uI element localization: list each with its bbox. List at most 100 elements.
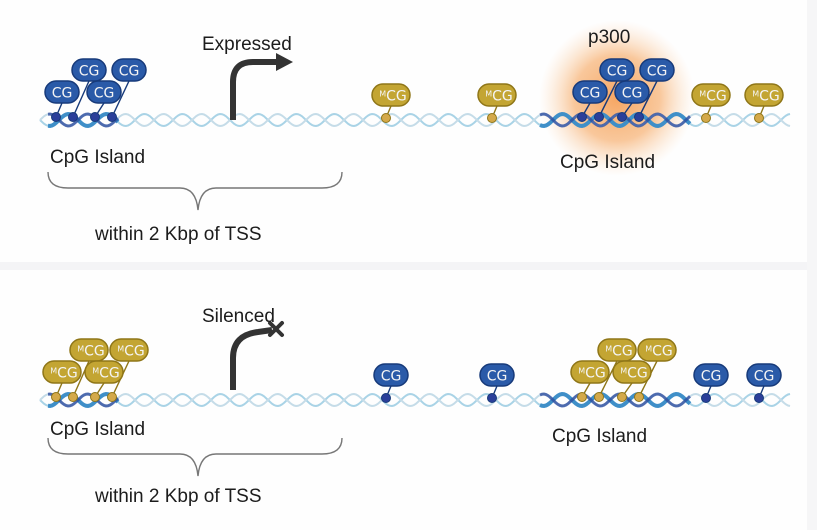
tag-pill [44, 80, 80, 104]
tag-stem [598, 80, 618, 118]
tag-text: MCG [645, 344, 673, 360]
silenced-arrow-icon [230, 327, 273, 390]
tag-text: MCG [578, 366, 606, 382]
tag-pill [477, 83, 517, 107]
cpg-island-dna-segment [47, 392, 120, 408]
cpg-site-dot [381, 113, 391, 123]
tag-text: CG [381, 369, 402, 385]
tag-text: CG [580, 86, 601, 102]
tag-text: CG [79, 64, 100, 80]
tag-pill [84, 360, 124, 384]
tag-text: CG [647, 64, 668, 80]
unmethylated-cg-tag: CG [479, 363, 515, 403]
tag-text: MCG [605, 344, 633, 360]
cpg-site-dot [107, 112, 117, 122]
methylated-cg-tag: MCG [371, 83, 411, 123]
methylated-cg-tag: MCG [68, 338, 109, 402]
tag-pill [570, 360, 610, 384]
panel-divider [0, 262, 817, 270]
cpg-site-dot [51, 392, 61, 402]
cg-tags: MCG MCG MCG MCG MCG MCG MCG MCG CG CG CG CG [42, 338, 782, 403]
tag-pill [597, 338, 637, 362]
cpg-site-dot [634, 112, 644, 122]
tag-pill [612, 360, 652, 384]
tag-text: MCG [77, 344, 105, 360]
tss-brace [47, 437, 343, 477]
cpg-site-dot [594, 112, 604, 122]
tag-pill [691, 83, 731, 107]
cpg-site-dot [487, 113, 497, 123]
tag-text: MCG [620, 366, 648, 382]
cpg-site-dot [617, 112, 627, 122]
expressed-arrow-icon [230, 59, 278, 120]
cpg-site-dot [754, 393, 764, 403]
cpg-island-dna-segment [539, 392, 692, 408]
arrow-head-icon [276, 53, 293, 71]
cpg-site-dot [577, 112, 587, 122]
tag-pill [111, 58, 147, 82]
tag-text: CG [52, 86, 73, 102]
tag-text: MCG [699, 89, 727, 105]
cpg-site-dot [754, 113, 764, 123]
unmethylated-cg-tag: CG [594, 58, 635, 122]
tag-pill [572, 80, 608, 104]
tss-brace [47, 171, 343, 211]
cpg-site-dot [701, 113, 711, 123]
methylated-cg-tag: MCG [594, 338, 637, 402]
cpg-site-dot [487, 393, 497, 403]
tag-pill [637, 338, 677, 362]
methylated-cg-tag: MCG [570, 360, 610, 402]
cpg-site-dot [51, 112, 61, 122]
cpg-site-dot [594, 392, 604, 402]
tag-stem [638, 80, 658, 118]
cpg-site-dot [107, 392, 117, 402]
cpg-site-dot [90, 112, 100, 122]
cpg-island-dna-segment [539, 111, 692, 129]
tag-pill [639, 58, 675, 82]
tag-pill [42, 360, 82, 384]
unmethylated-cg-tag: CG [614, 80, 650, 122]
tag-pill [746, 363, 782, 387]
cpg-island-dna-segment [539, 112, 692, 128]
tag-text: MCG [117, 344, 145, 360]
tag-pill [371, 83, 411, 107]
methylated-cg-tag: MCG [612, 360, 652, 402]
tag-stem [111, 80, 130, 118]
unmethylated-cg-tag: CG [373, 363, 409, 403]
unmethylated-cg-tag: CG [68, 58, 107, 122]
tag-stem [72, 80, 90, 118]
methylated-cg-tag: MCG [42, 360, 82, 402]
cpg-island-label-right: CpG Island [560, 152, 655, 173]
tag-text: CG [754, 369, 775, 385]
cpg-island-dna-segment [539, 391, 692, 409]
cpg-site-dot [634, 392, 644, 402]
blocked-x-icon [268, 321, 284, 337]
unmethylated-cg-tag: CG [107, 58, 147, 122]
tag-text: CG [487, 369, 508, 385]
tag-text: MCG [92, 366, 120, 382]
cpg-island-label-left: CpG Island [50, 147, 145, 168]
tag-pill [599, 58, 635, 82]
tag-text: CG [607, 64, 628, 80]
unmethylated-cg-tag: CG [86, 80, 122, 122]
tag-pill [109, 338, 149, 362]
cpg-site-dot [68, 392, 78, 402]
unmethylated-cg-tag: CG [693, 363, 729, 403]
tag-pill [86, 80, 122, 104]
tag-text: CG [701, 369, 722, 385]
tag-text: CG [94, 86, 115, 102]
right-edge-strip [807, 0, 817, 530]
cpg-site-dot [90, 392, 100, 402]
tag-text: MCG [379, 89, 407, 105]
state-label-expressed: Expressed [202, 34, 292, 55]
unmethylated-cg-tag: CG [44, 80, 80, 122]
cpg-island-dna-segment [47, 112, 120, 128]
tag-text: MCG [50, 366, 78, 382]
unmethylated-cg-tag: CG [746, 363, 782, 403]
methylated-cg-tag: MCG [107, 338, 149, 402]
